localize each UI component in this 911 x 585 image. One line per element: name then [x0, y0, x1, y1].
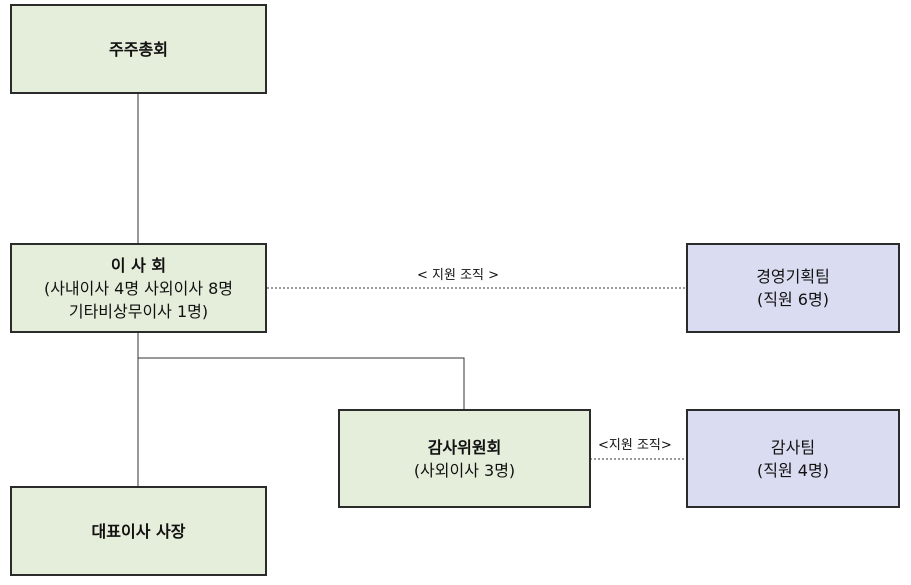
- audit-committee-title: 감사위원회: [427, 437, 502, 457]
- board-composition-line1: (사내이사 4명 사외이사 8명: [43, 278, 234, 298]
- audit-team-title: 감사팀: [770, 437, 816, 457]
- shareholders-meeting-title: 주주총회: [109, 39, 168, 59]
- planning-team-staff: (직원 6명): [757, 290, 829, 309]
- board-composition-line2: 기타비상무이사 1명): [68, 301, 209, 321]
- audit-team-staff: (직원 4명): [757, 460, 829, 480]
- ceo-box: 대표이사 사장: [10, 486, 267, 576]
- audit-committee-box: 감사위원회 (사외이사 3명): [338, 409, 591, 508]
- planning-team-title: 경영기획팀: [756, 267, 830, 286]
- board-of-directors-box: 이 사 회 (사내이사 4명 사외이사 8명 기타비상무이사 1명): [10, 243, 267, 333]
- support-organization-label-bottom: <지원 조직>: [596, 438, 674, 454]
- audit-team-box: 감사팀 (직원 4명): [686, 409, 900, 508]
- board-title: 이 사 회: [110, 255, 167, 275]
- line-board-audit-committee: [138, 357, 465, 409]
- shareholders-meeting-box: 주주총회: [10, 4, 267, 94]
- ceo-title: 대표이사 사장: [91, 521, 186, 541]
- audit-committee-composition: (사외이사 3명): [413, 460, 516, 480]
- support-organization-label-top: < 지원 조직 >: [415, 268, 502, 284]
- management-planning-team-box: 경영기획팀 (직원 6명): [686, 243, 900, 333]
